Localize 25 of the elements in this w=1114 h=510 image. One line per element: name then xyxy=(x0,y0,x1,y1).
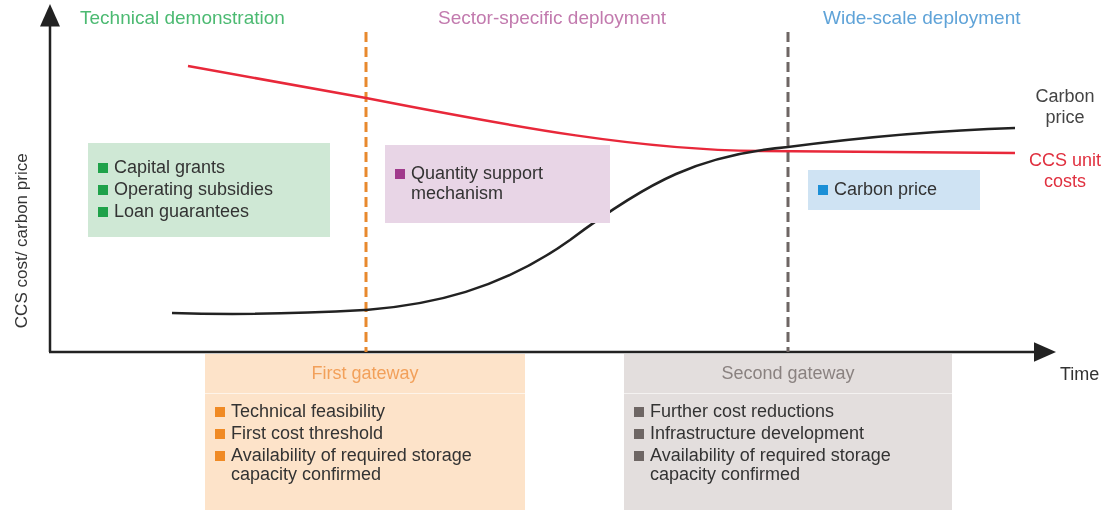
curve-label: Carbon price xyxy=(1034,86,1096,128)
box-heading: First gateway xyxy=(205,354,525,394)
bullet-text: Capital grants xyxy=(114,158,226,179)
instrument-box xyxy=(385,145,610,223)
bullet-text: First cost threshold xyxy=(231,423,384,444)
box-heading: Second gateway xyxy=(624,354,952,394)
bullet-text: Operating subsidies xyxy=(114,180,274,200)
instrument-box xyxy=(808,170,980,210)
axis-title: Time xyxy=(1060,363,1100,386)
bullet-text: Technical feasibility xyxy=(231,402,386,422)
phase-title: Sector-specific deployment xyxy=(438,6,667,30)
bullet-text: Carbon price xyxy=(834,180,938,200)
bullet-text: Further cost reductions xyxy=(650,402,835,422)
bullet-text: Infrastructure development xyxy=(650,423,865,444)
gateway-box xyxy=(624,354,952,510)
bullet-text: Loan guarantees xyxy=(114,201,250,222)
instrument-box xyxy=(88,143,330,237)
bullet-text: Availability of required storage capacity confirmed xyxy=(231,445,473,486)
phase-title: Wide-scale deployment xyxy=(823,6,1021,30)
curve-label: CCS unit costs xyxy=(1028,150,1102,192)
phase-title: Technical demonstration xyxy=(80,6,285,30)
axis-title: CCS cost/ carbon price xyxy=(11,152,33,331)
bullet-text: Quantity support mechanism xyxy=(411,164,545,204)
gateway-box xyxy=(205,354,525,510)
bullet-text: Availability of required storage capacity confirmed xyxy=(650,445,892,486)
